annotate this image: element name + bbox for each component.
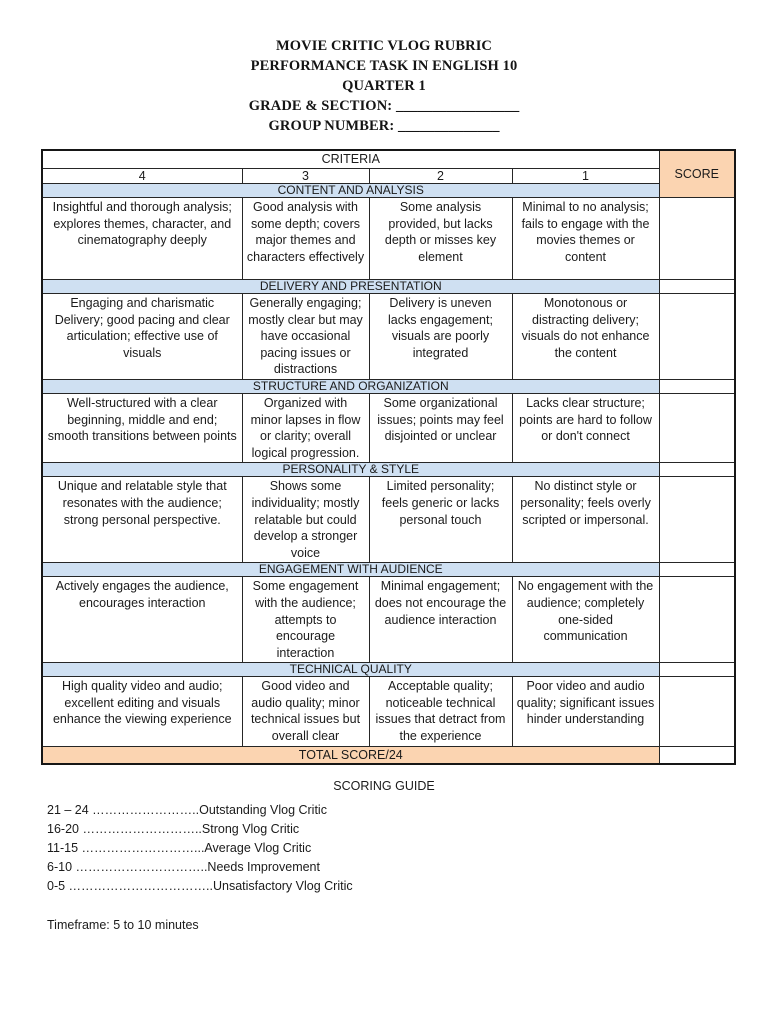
section-header-row: PERSONALITY & STYLE bbox=[41, 462, 736, 478]
section-content-row: Well-structured with a clear beginning, … bbox=[41, 392, 736, 464]
rubric-cell: No distinct style or personality; feels … bbox=[511, 476, 660, 564]
total-score-cell bbox=[658, 745, 736, 765]
rubric-cell: Minimal engagement; does not encourage t… bbox=[368, 576, 513, 664]
section-header: ENGAGEMENT WITH AUDIENCE bbox=[41, 562, 660, 578]
rubric-cell: Good analysis with some depth; covers ma… bbox=[241, 197, 370, 280]
group-number-blank: ______________ bbox=[398, 118, 500, 134]
scoring-guide-title: SCORING GUIDE bbox=[333, 778, 435, 793]
rubric-cell: High quality video and audio; excellent … bbox=[41, 676, 243, 747]
level-1-header: 1 bbox=[511, 168, 660, 184]
rubric-cell: Some engagement with the audience; attem… bbox=[241, 576, 370, 664]
group-number-label: GROUP NUMBER: bbox=[268, 118, 395, 134]
rubric-cell: Organized with minor lapses in flow or c… bbox=[241, 392, 370, 464]
section-content-row: High quality video and audio; excellent … bbox=[41, 676, 736, 747]
section-header: CONTENT AND ANALYSIS bbox=[41, 183, 660, 198]
total-score-row: TOTAL SCORE/24 bbox=[41, 745, 736, 765]
timeframe-note: Timeframe: 5 to 10 minutes bbox=[47, 917, 199, 932]
score-header: SCORE bbox=[658, 149, 736, 198]
score-cell bbox=[658, 392, 736, 464]
scoring-guide-entry: 11-15 ………………………...Average Vlog Critic bbox=[47, 840, 312, 855]
score-cell bbox=[658, 676, 736, 747]
section-content-row: Insightful and thorough analysis; explor… bbox=[41, 197, 736, 280]
level-2-header: 2 bbox=[368, 168, 513, 184]
rubric-cell: Acceptable quality; noticeable technical… bbox=[368, 676, 513, 747]
section-header-row: TECHNICAL QUALITY bbox=[41, 662, 736, 678]
level-3-header: 3 bbox=[241, 168, 370, 184]
rubric-cell: Well-structured with a clear beginning, … bbox=[41, 392, 243, 464]
levels-row: 4 3 2 1 bbox=[41, 168, 735, 184]
score-cell bbox=[658, 279, 736, 294]
section-header: STRUCTURE AND ORGANIZATION bbox=[41, 378, 660, 394]
section-header-row: CONTENT AND ANALYSIS bbox=[41, 183, 735, 198]
rubric-cell: Some organizational issues; points may f… bbox=[368, 392, 513, 464]
total-score-label: TOTAL SCORE/24 bbox=[41, 745, 660, 765]
doc-title-line-3: QUARTER 1 bbox=[342, 78, 426, 94]
group-number-line: GROUP NUMBER: ______________ bbox=[0, 116, 768, 136]
scoring-guide-entry: 16-20 ………………………..Strong Vlog Critic bbox=[47, 821, 300, 836]
scoring-guide-entry: 21 – 24 ……………………..Outstanding Vlog Criti… bbox=[47, 802, 327, 817]
rubric-cell: Generally engaging; mostly clear but may… bbox=[241, 293, 370, 380]
rubric-cell: Insightful and thorough analysis; explor… bbox=[41, 197, 243, 280]
score-cell bbox=[658, 462, 736, 478]
score-cell bbox=[658, 662, 736, 678]
doc-title-line-2: PERFORMANCE TASK IN ENGLISH 10 bbox=[250, 58, 518, 74]
rubric-cell: Monotonous or distracting delivery; visu… bbox=[511, 293, 660, 380]
document-header: MOVIE CRITIC VLOG RUBRIC PERFORMANCE TAS… bbox=[0, 0, 768, 136]
score-cell bbox=[658, 576, 736, 664]
section-content-row: Actively engages the audience, encourage… bbox=[41, 576, 736, 664]
score-cell bbox=[658, 378, 736, 394]
scoring-guide-entry: 0-5 ……………………………..Unsatisfactory Vlog Cri… bbox=[47, 878, 353, 893]
section-header: DELIVERY AND PRESENTATION bbox=[41, 279, 660, 294]
score-cell bbox=[658, 197, 736, 280]
rubric-cell: Poor video and audio quality; significan… bbox=[511, 676, 660, 747]
rubric-cell: Minimal to no analysis; fails to engage … bbox=[511, 197, 660, 280]
rubric-cell: Unique and relatable style that resonate… bbox=[41, 476, 243, 564]
section-header-row: STRUCTURE AND ORGANIZATION bbox=[41, 378, 736, 394]
grade-section-label: GRADE & SECTION: bbox=[248, 98, 393, 114]
section-header-row: DELIVERY AND PRESENTATION bbox=[41, 279, 736, 294]
rubric-cell: No engagement with the audience; complet… bbox=[511, 576, 660, 664]
scoring-guide: SCORING GUIDE 21 – 24 ……………………..Outstand… bbox=[0, 778, 768, 896]
grade-section-line: GRADE & SECTION: _________________ bbox=[0, 96, 768, 116]
score-cell bbox=[658, 476, 736, 564]
section-header-row: ENGAGEMENT WITH AUDIENCE bbox=[41, 562, 736, 578]
section-content-row: Unique and relatable style that resonate… bbox=[41, 476, 736, 564]
criteria-header: CRITERIA bbox=[41, 149, 660, 169]
rubric-cell: Shows some individuality; mostly relatab… bbox=[241, 476, 370, 564]
doc-title-line-1: MOVIE CRITIC VLOG RUBRIC bbox=[275, 38, 493, 54]
grade-section-blank: _________________ bbox=[395, 98, 520, 114]
score-cell bbox=[658, 293, 736, 380]
section-header: TECHNICAL QUALITY bbox=[41, 662, 660, 678]
section-header: PERSONALITY & STYLE bbox=[41, 462, 660, 478]
rubric-cell: Lacks clear structure; points are hard t… bbox=[511, 392, 660, 464]
rubric-cell: Engaging and charismatic Delivery; good … bbox=[41, 293, 243, 380]
rubric-cell: Some analysis provided, but lacks depth … bbox=[368, 197, 513, 280]
rubric-cell: Actively engages the audience, encourage… bbox=[41, 576, 243, 664]
rubric-cell: Delivery is uneven lacks engagement; vis… bbox=[368, 293, 513, 380]
rubric-cell: Good video and audio quality; minor tech… bbox=[241, 676, 370, 747]
rubric-table: CRITERIA SCORE 4 3 2 1 CONTENT AND ANALY… bbox=[41, 149, 737, 765]
criteria-header-row: CRITERIA SCORE bbox=[41, 149, 736, 198]
level-4-header: 4 bbox=[41, 168, 243, 184]
rubric-cell: Limited personality; feels generic or la… bbox=[368, 476, 513, 564]
section-content-row: Engaging and charismatic Delivery; good … bbox=[41, 293, 736, 380]
scoring-guide-entry: 6-10 …………………………..Needs Improvement bbox=[47, 859, 320, 874]
score-cell bbox=[658, 562, 736, 578]
